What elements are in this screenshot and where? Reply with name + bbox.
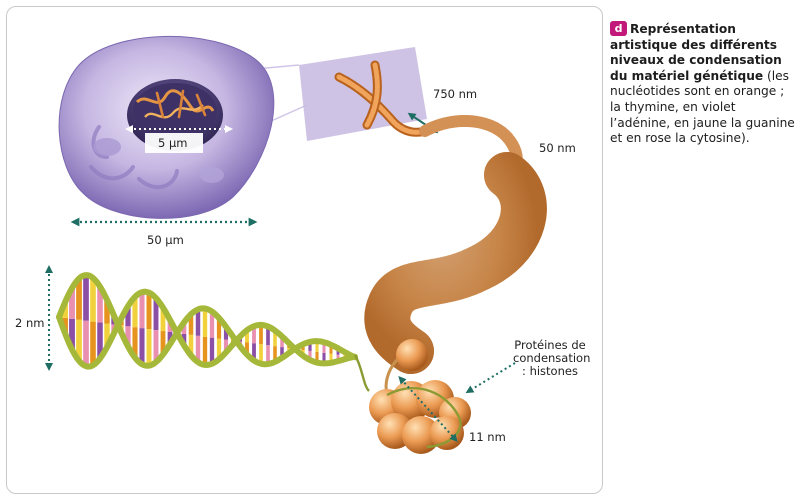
figure-frame: 5 µm 50 µm 750 nm 50 nm 2 nm 11 nm Proté… <box>6 6 603 494</box>
histone-pointer <box>465 362 516 394</box>
dna-backbone-strand <box>56 272 358 369</box>
nucleus-illustration <box>125 79 233 153</box>
cell-scale-label: 50 µm <box>147 233 184 247</box>
histone-proteins-label: Protéines de condensation : histones <box>513 338 591 378</box>
condensation-illustration <box>45 35 547 454</box>
dna-scale-label: 2 nm <box>15 316 45 330</box>
dna-linker <box>353 354 370 392</box>
fiber-scale-label: 50 nm <box>539 141 576 155</box>
nucleosome-scale-label: 11 nm <box>469 430 506 444</box>
nucleus-scale-label: 5 µm <box>158 136 188 150</box>
nucleosome-cluster <box>369 339 471 454</box>
caption-badge: d <box>610 21 627 36</box>
dna-double-helix <box>56 272 358 370</box>
caption-title: Représentation artistique des différents… <box>610 22 782 83</box>
caption-text: (les nucléotides sont en orange ; la thy… <box>610 68 795 146</box>
chromosome-panel <box>299 47 439 141</box>
dna-backbone-strand <box>56 288 358 370</box>
chromosome-scale-label: 750 nm <box>433 87 478 101</box>
